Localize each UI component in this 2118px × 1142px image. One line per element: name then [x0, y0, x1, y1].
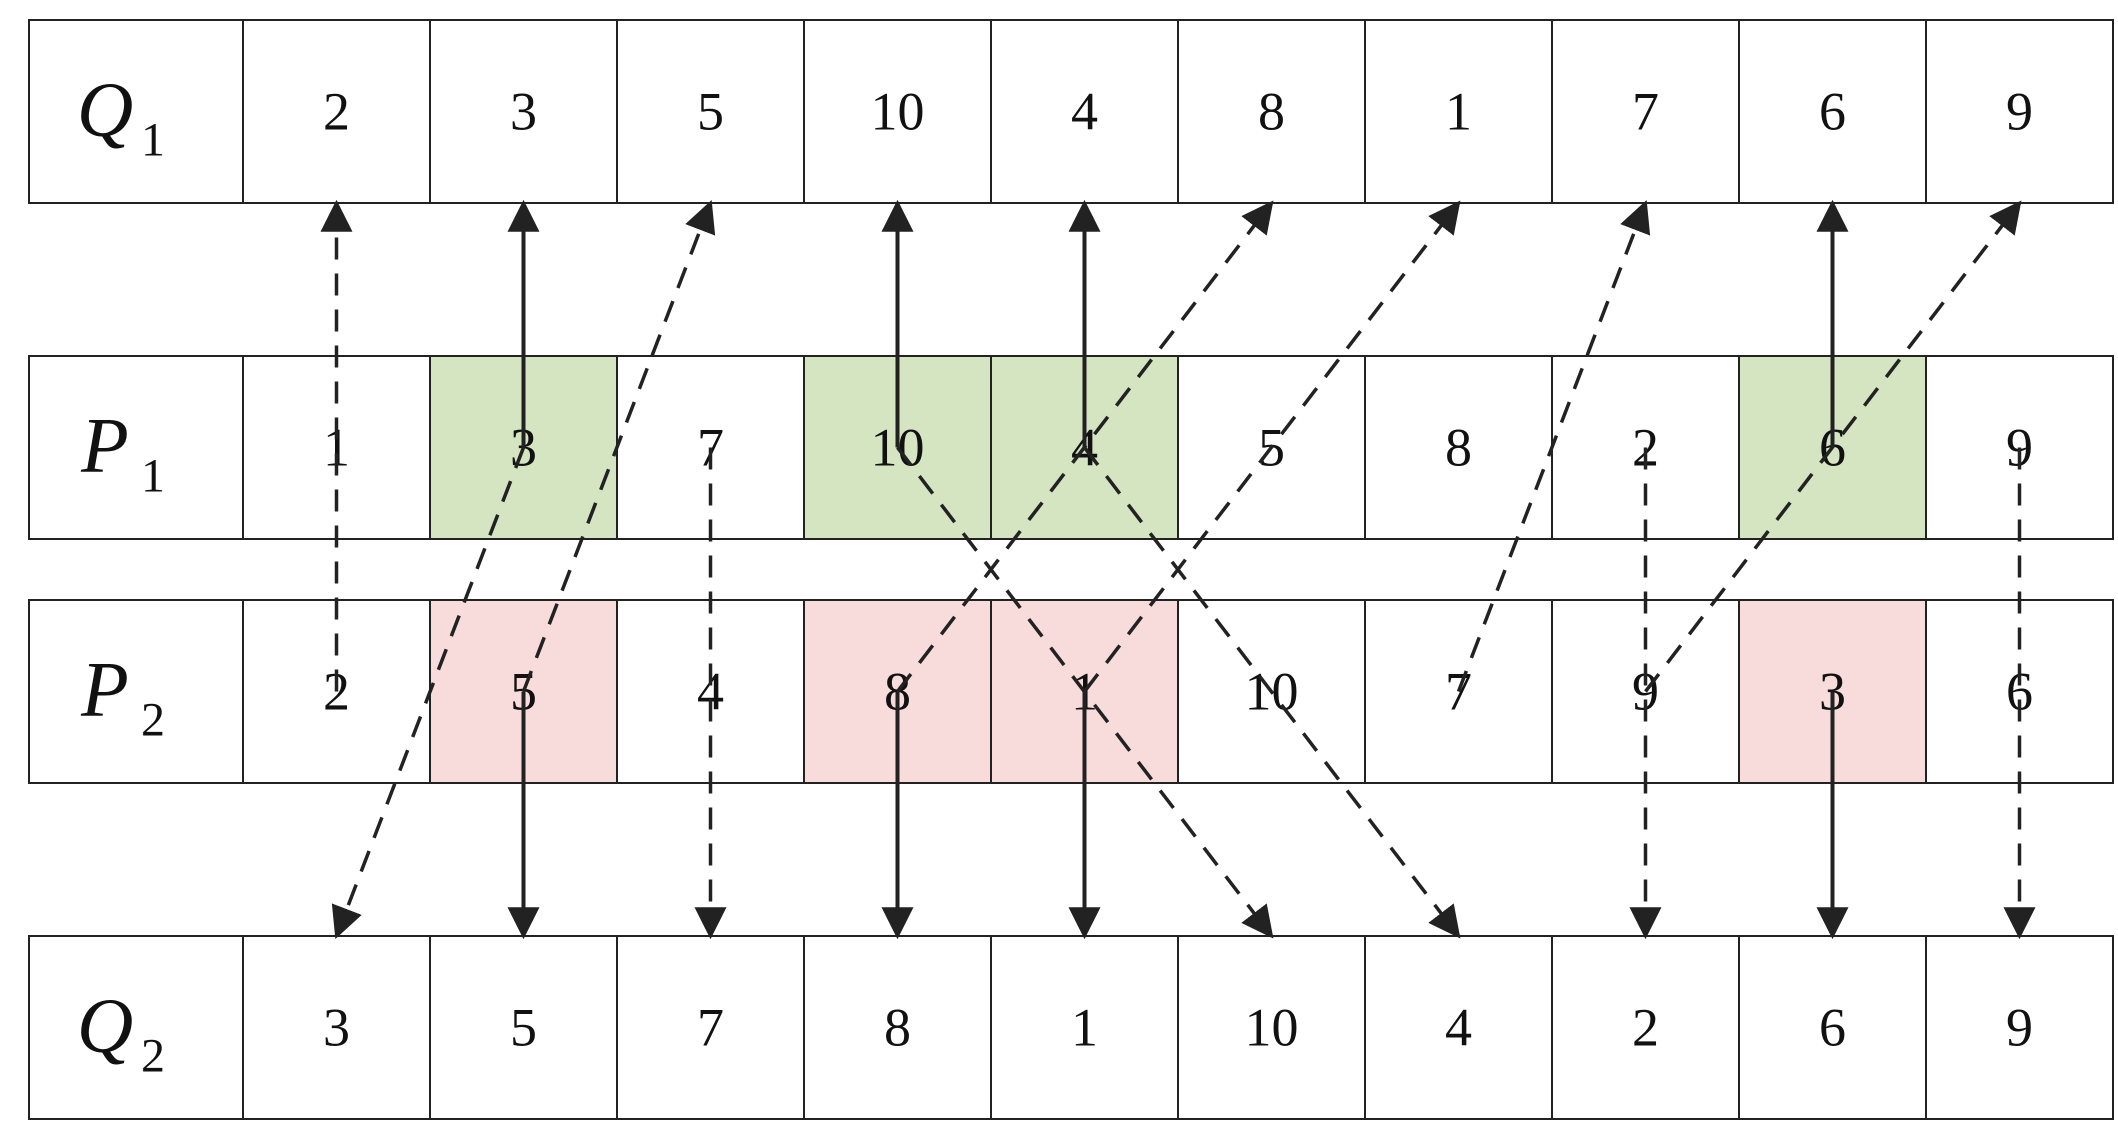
gene-value: 6 [1819, 82, 1846, 142]
gene-value: 4 [1071, 82, 1098, 142]
gene-value: 10 [1245, 998, 1299, 1058]
row-label-box [28, 19, 244, 204]
gene-value: 7 [697, 998, 724, 1058]
arrow-dashed-to-q1 [1644, 200, 2022, 693]
arrows-layer [320, 199, 2036, 940]
gene-value: 1 [1445, 82, 1472, 142]
gene-cell [1177, 935, 1366, 1120]
row-label-box [28, 355, 244, 540]
gene-cell [1738, 935, 1927, 1120]
gene-value: 2 [323, 82, 350, 142]
gene-value: 5 [697, 82, 724, 142]
row-label-box [28, 599, 244, 784]
arrow-dashed-to-q2 [1083, 446, 1461, 939]
gene-value: 6 [1819, 998, 1846, 1058]
arrow-dashed-to-q1 [1083, 200, 1461, 693]
gene-cell [1364, 19, 1553, 204]
gene-cell [1177, 19, 1366, 204]
gene-value: 5 [510, 998, 537, 1058]
arrow-dashed-to-q1 [521, 200, 716, 693]
gene-value: 4 [1445, 998, 1472, 1058]
row-label: P [80, 402, 129, 489]
gene-cell [429, 935, 618, 1120]
gene-value: 1 [1071, 998, 1098, 1058]
gene-cell [242, 935, 431, 1120]
gene-cell [1738, 19, 1927, 204]
row-label-subscript: 2 [141, 694, 165, 747]
gene-cell [990, 935, 1179, 1120]
arrow-dashed-to-q1 [1456, 200, 1651, 693]
rows-layer: Q1P1P2Q223510481769137104582692548110793… [28, 19, 2114, 1120]
gene-cell [1364, 935, 1553, 1120]
row-label: Q [77, 982, 133, 1069]
gene-value: 8 [1258, 82, 1285, 142]
gene-value: 2 [1632, 998, 1659, 1058]
row-label-subscript: 1 [141, 114, 165, 167]
arrow-dashed-to-q2 [331, 446, 526, 939]
gene-value: 8 [1445, 418, 1472, 478]
gene-cell [1925, 19, 2114, 204]
gene-value: 7 [1632, 82, 1659, 142]
row-label: P [80, 646, 129, 733]
gene-value: 3 [510, 82, 537, 142]
gene-cell [990, 19, 1179, 204]
row-label-subscript: 2 [141, 1030, 165, 1083]
gene-value: 3 [323, 998, 350, 1058]
gene-value: 9 [2006, 82, 2033, 142]
gene-value: 10 [871, 82, 925, 142]
gene-cell [616, 19, 805, 204]
gene-cell [1364, 355, 1553, 540]
gene-cell [616, 935, 805, 1120]
gene-value: 9 [2006, 998, 2033, 1058]
arrow-dashed-to-q1 [896, 200, 1274, 693]
row-label-box [28, 935, 244, 1120]
row-label-subscript: 1 [141, 450, 165, 503]
gene-cell [803, 19, 992, 204]
gene-cell [803, 935, 992, 1120]
gene-value: 8 [884, 998, 911, 1058]
arrow-dashed-to-q2 [896, 446, 1274, 939]
row-label: Q [77, 66, 133, 153]
